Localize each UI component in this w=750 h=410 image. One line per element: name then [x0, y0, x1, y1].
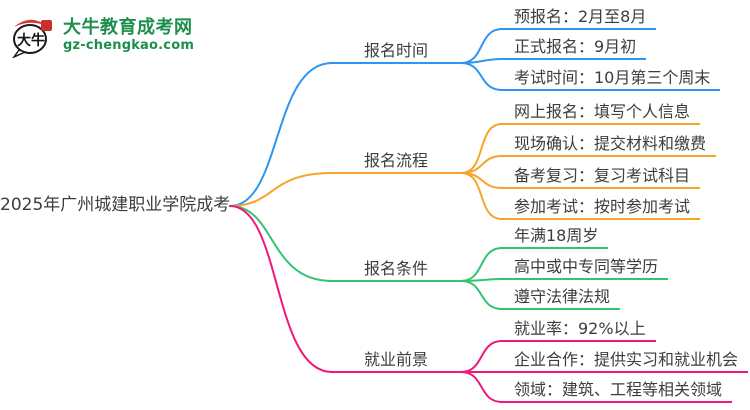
site-name: 大牛教育成考网 [63, 17, 193, 38]
leaf-node-industry-fields[interactable]: 领域：建筑、工程等相关领域 [500, 379, 733, 403]
site-logo[interactable]: 大牛 大牛教育成考网 gz-chengkao.com [8, 12, 194, 58]
leaf-node-enterprise-cooperation[interactable]: 企业合作：提供实习和就业机会 [500, 349, 749, 373]
branch-node-registration-process[interactable]: 报名流程 [330, 150, 462, 174]
leaf-node-age-requirement[interactable]: 年满18周岁 [500, 225, 609, 249]
leaf-node-online-registration[interactable]: 网上报名：填写个人信息 [500, 101, 701, 125]
logo-mark-text: 大牛 [17, 32, 45, 49]
branch-wires-employment-prospects [229, 205, 503, 403]
leaf-node-exam-date[interactable]: 考试时间：10月第三个周末 [500, 67, 721, 91]
leaf-node-exam-review[interactable]: 备考复习：复习考试科目 [500, 165, 701, 189]
branch-node-registration-time[interactable]: 报名时间 [330, 40, 462, 64]
branch-node-employment-prospects[interactable]: 就业前景 [330, 349, 462, 373]
branch-node-registration-requirements[interactable]: 报名条件 [330, 258, 462, 282]
branch-wires-registration-time [229, 28, 503, 207]
leaf-node-employment-rate[interactable]: 就业率：92%以上 [500, 318, 656, 342]
site-url: gz-chengkao.com [63, 38, 195, 53]
leaf-node-onsite-confirmation[interactable]: 现场确认：提交材料和缴费 [500, 133, 717, 157]
leaf-node-pre-registration[interactable]: 预报名：2月至8月 [500, 6, 657, 30]
root-node[interactable]: 2025年广州城建职业学院成考 [0, 195, 231, 215]
leaf-node-official-registration[interactable]: 正式报名：9月初 [500, 36, 647, 60]
branch-wires-registration-requirements [229, 205, 503, 310]
branch-wires-registration-process [229, 123, 503, 220]
leaf-node-take-exam[interactable]: 参加考试：按时参加考试 [500, 196, 701, 220]
ox-speech-bubble-icon: 大牛 [12, 19, 52, 58]
leaf-node-law-requirement[interactable]: 遵守法律法规 [500, 286, 621, 310]
leaf-node-education-requirement[interactable]: 高中或中专同等学历 [500, 256, 669, 280]
